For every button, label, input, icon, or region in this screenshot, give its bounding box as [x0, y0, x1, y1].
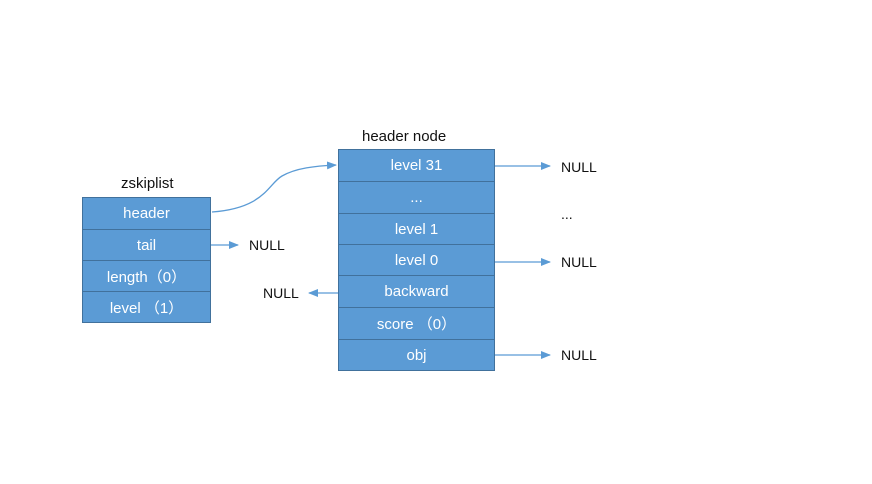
header-node-title: header node	[362, 128, 447, 145]
header-node-field-level-1: level 1	[338, 213, 495, 245]
zskiplist-struct: header tail length（0） level （1）	[82, 197, 211, 323]
header-to-node-arrow	[211, 161, 337, 213]
header-node-field-level-0: level 0	[338, 244, 495, 276]
header-node-field-level-31: level 31	[338, 149, 495, 182]
level-31-null-label: NULL	[561, 159, 597, 175]
backward-null-label: NULL	[263, 285, 299, 301]
zskiplist-field-length: length（0）	[82, 260, 211, 292]
header-node-field-score: score （0）	[338, 307, 495, 340]
zskiplist-field-tail: tail	[82, 229, 211, 261]
zskiplist-field-header: header	[82, 197, 211, 230]
tail-null-label: NULL	[249, 237, 285, 253]
header-node-field-backward: backward	[338, 275, 495, 308]
header-node-field-obj: obj	[338, 339, 495, 371]
header-node-struct: level 31 ... level 1 level 0 backward sc…	[338, 149, 495, 371]
zskiplist-field-level: level （1）	[82, 291, 211, 323]
levels-ellipsis-label: ...	[561, 206, 573, 222]
zskiplist-title: zskiplist	[121, 175, 174, 192]
header-node-field-ellipsis: ...	[338, 181, 495, 214]
level-0-null-label: NULL	[561, 254, 597, 270]
obj-null-label: NULL	[561, 347, 597, 363]
